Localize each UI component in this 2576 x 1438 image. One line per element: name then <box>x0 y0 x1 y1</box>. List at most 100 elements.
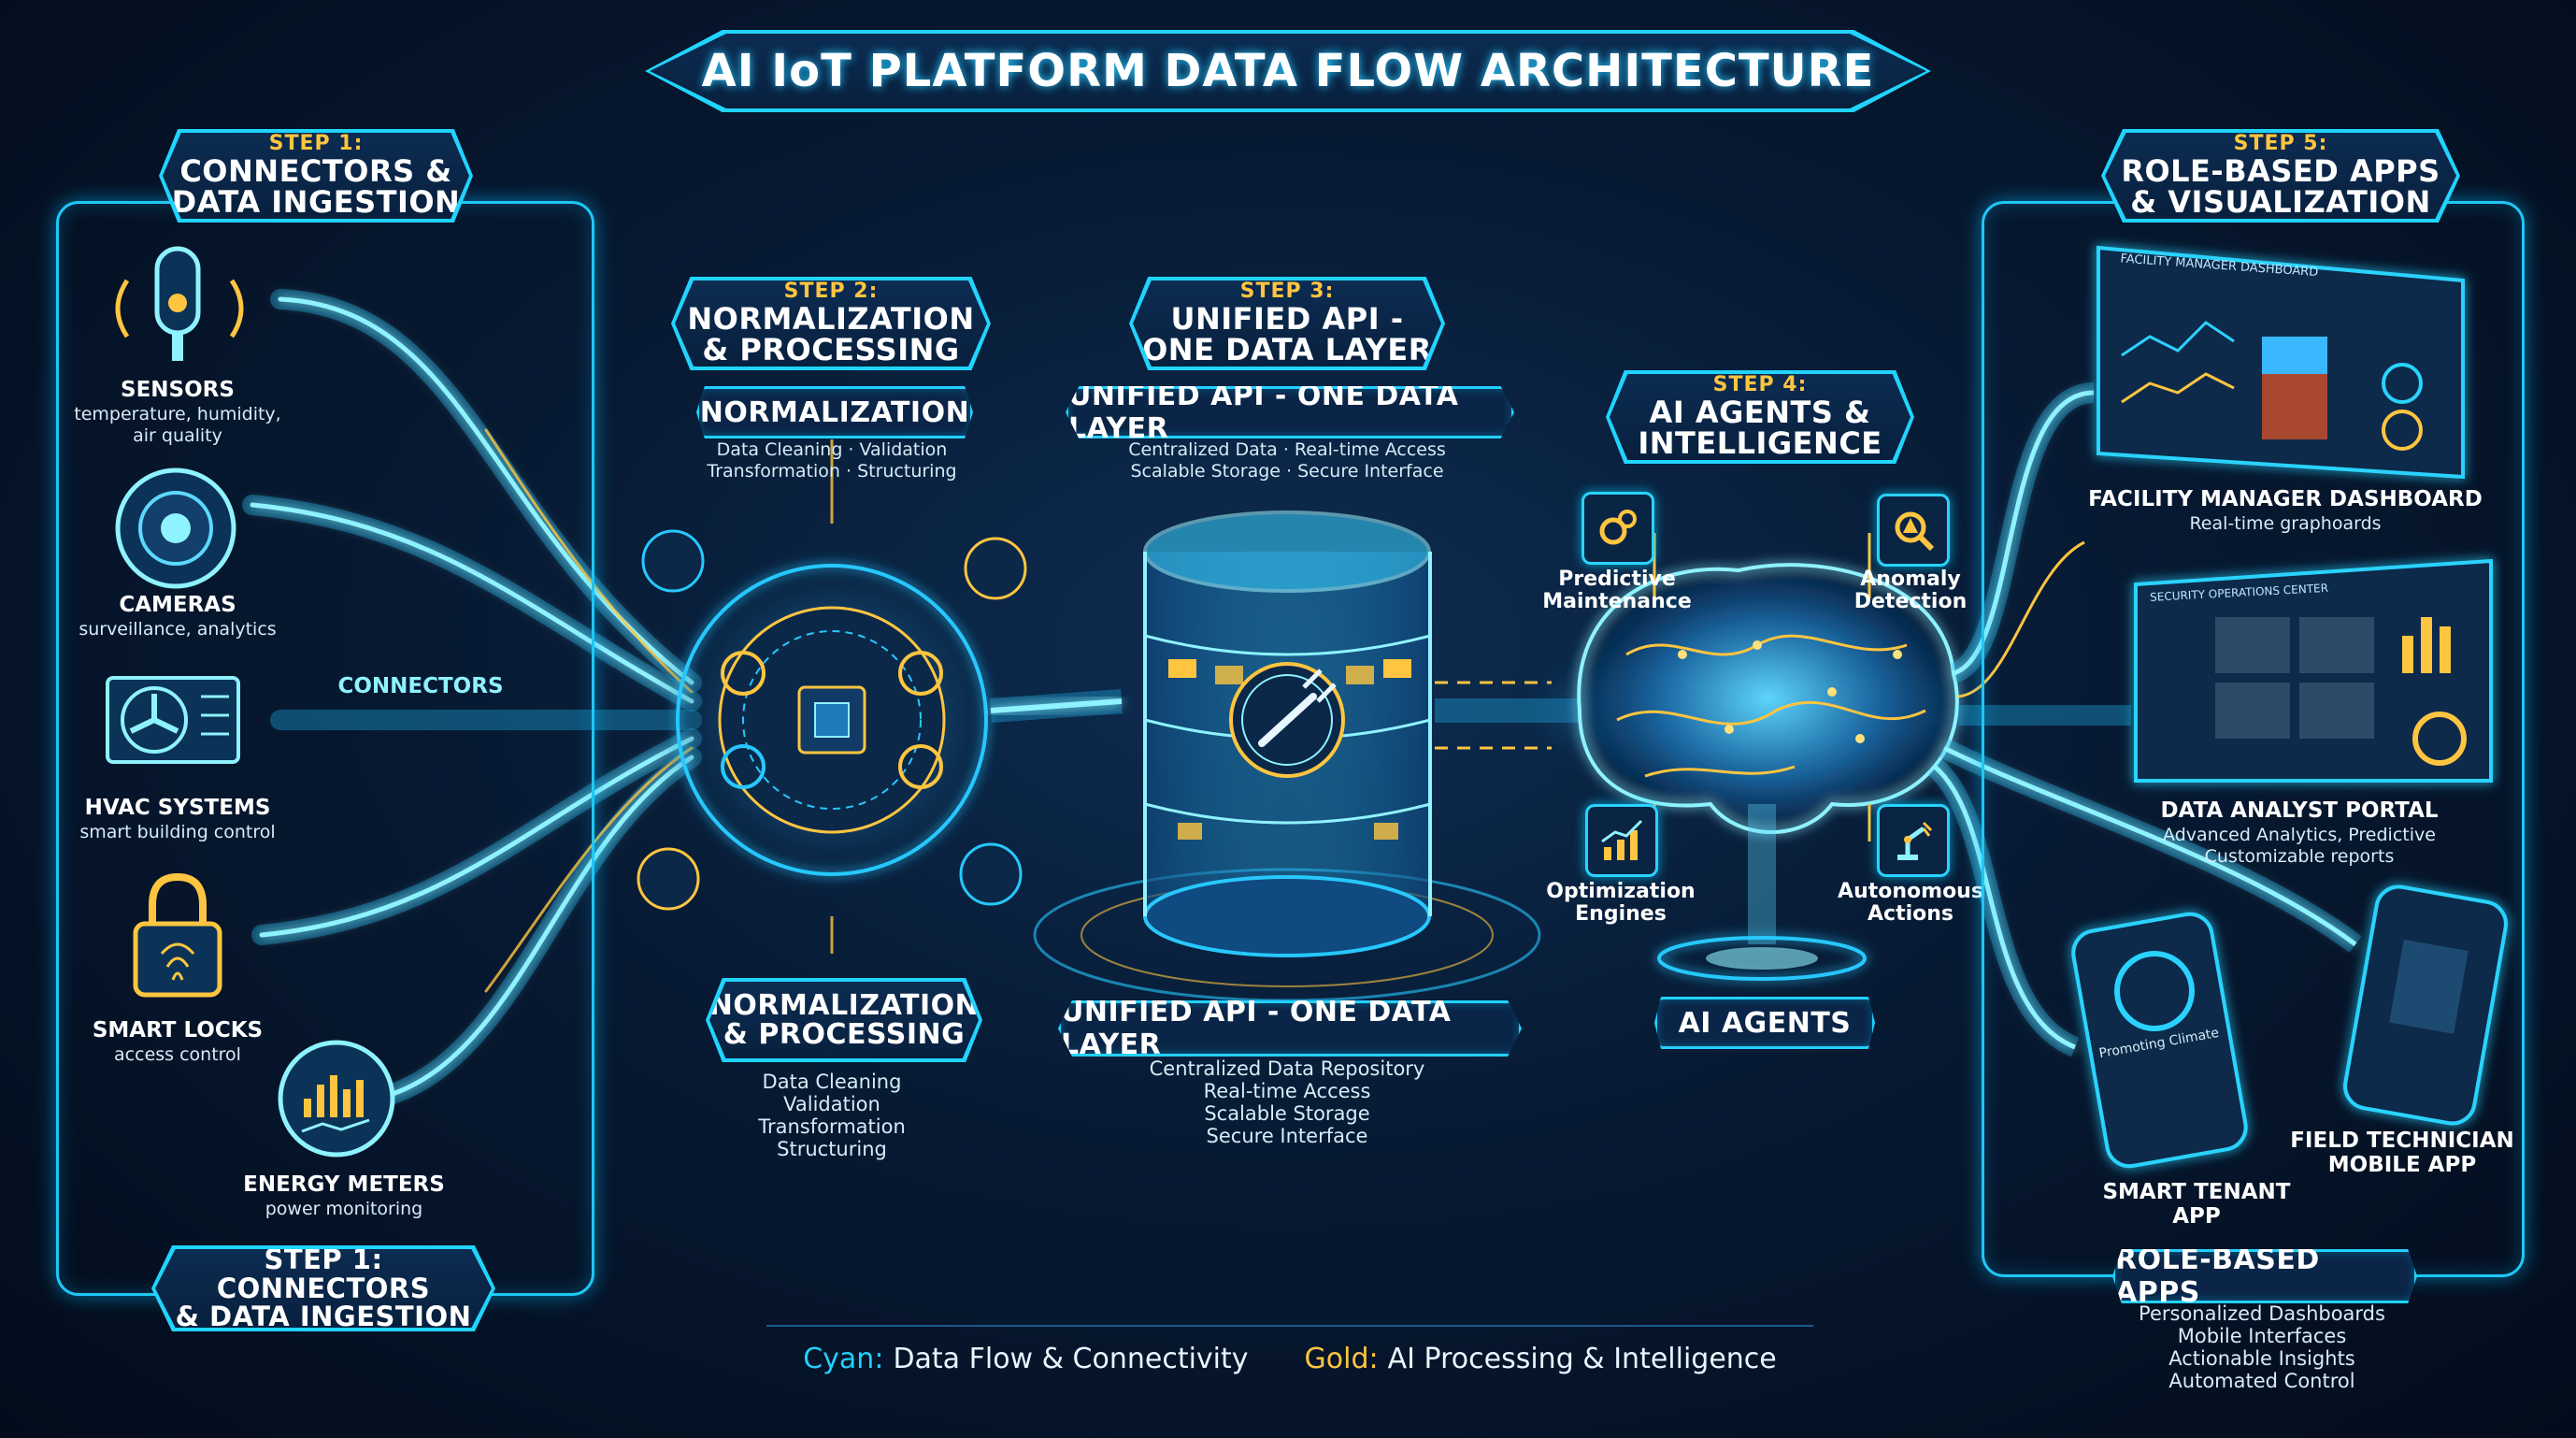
source-name-hvac: HVAC SYSTEMS <box>84 796 271 820</box>
robot-arm-icon <box>1877 804 1950 877</box>
step3-item-4: Secure Interface <box>1206 1125 1368 1147</box>
growth-chart-icon <box>1585 804 1658 877</box>
agent-optimization-line2: Engines <box>1575 902 1667 926</box>
legend-cyan-text: Data Flow & Connectivity <box>893 1342 1249 1375</box>
step2-item-1: Data Cleaning <box>762 1071 902 1093</box>
technician-phone <box>2343 884 2508 1126</box>
step1-header: STEP 1: CONNECTORS & DATA INGESTION <box>163 133 469 219</box>
unified-api-top-line2: Scalable Storage · Secure Interface <box>1130 461 1444 482</box>
unified-api-top-line1: Centralized Data · Real-time Access <box>1128 439 1446 460</box>
source-name-cameras: CAMERAS <box>119 593 236 617</box>
app-facility-name: FACILITY MANAGER DASHBOARD <box>2088 487 2483 511</box>
step4-label: STEP 4: <box>1712 373 1808 397</box>
ai-brain <box>1547 533 1977 981</box>
camera-icon <box>110 463 241 594</box>
step5-label: STEP 5: <box>2233 132 2328 156</box>
step3-item-2: Real-time Access <box>1203 1080 1371 1102</box>
title-banner: AI IoT PLATFORM DATA FLOW ARCHITECTURE <box>650 34 1926 108</box>
source-name-sensors: SENSORS <box>121 378 235 402</box>
tenant-phone <box>2071 912 2248 1169</box>
role-based-apps-pill: ROLE-BASED APPS <box>2112 1249 2417 1303</box>
ai-agents-pill: AI AGENTS <box>1654 997 1875 1049</box>
sensor-wave-icon <box>105 271 254 346</box>
source-name-smart-locks: SMART LOCKS <box>92 1018 264 1043</box>
agent-autonomous-line1: Autonomous <box>1838 880 1983 903</box>
source-desc-cameras: surveillance, analytics <box>79 619 277 640</box>
normalization-top-line1: Data Cleaning · Validation <box>716 439 948 460</box>
source-desc-sensors-1: temperature, humidity, <box>74 404 281 424</box>
step5-item-2: Mobile Interfaces <box>2177 1325 2347 1347</box>
step5-heading-line2: & VISUALIZATION <box>2130 184 2431 221</box>
app-analyst-name: DATA ANALYST PORTAL <box>2160 798 2439 823</box>
step5-header: STEP 5: ROLE-BASED APPS & VISUALIZATION <box>2105 133 2456 219</box>
agent-predictive-line1: Predictive <box>1558 568 1676 591</box>
page-title: AI IoT PLATFORM DATA FLOW ARCHITECTURE <box>701 45 1875 97</box>
step2-heading-line1: NORMALIZATION <box>687 300 975 337</box>
step2-item-4: Structuring <box>777 1138 887 1160</box>
gears-icon <box>1581 492 1654 565</box>
unified-api-bottom-pill: UNIFIED API - ONE DATA LAYER <box>1058 1000 1522 1057</box>
step2-bottom-line2: & PROCESSING <box>723 1018 966 1051</box>
magnifier-alert-icon <box>1877 494 1950 567</box>
app-facility-desc: Real-time graphoards <box>2189 513 2382 534</box>
source-desc-hvac: smart building control <box>79 822 276 842</box>
step1-heading-line1: CONNECTORS & <box>179 152 452 189</box>
agent-autonomous-line2: Actions <box>1868 902 1953 926</box>
step5-item-1: Personalized Dashboards <box>2139 1302 2385 1325</box>
step3-item-1: Centralized Data Repository <box>1149 1057 1425 1080</box>
legend: Cyan: Data Flow & Connectivity Gold: AI … <box>766 1340 1813 1377</box>
step1-footer-line2: & DATA INGESTION <box>175 1301 472 1333</box>
step3-header: STEP 3: UNIFIED API - ONE DATA LAYER <box>1133 280 1441 367</box>
step2-item-3: Transformation <box>758 1115 906 1138</box>
step3-label: STEP 3: <box>1239 280 1335 304</box>
source-name-energy-meters: ENERGY METERS <box>243 1172 445 1197</box>
step5-heading-line1: ROLE-BASED APPS <box>2121 152 2440 189</box>
energy-meter-icon <box>276 1038 397 1159</box>
source-desc-energy-meters: power monitoring <box>265 1199 423 1219</box>
step2-bottom-line1: NORMALIZATION <box>708 988 980 1022</box>
padlock-fingerprint-icon <box>126 870 229 1000</box>
step3-heading-line2: ONE DATA LAYER <box>1142 332 1432 368</box>
normalization-top-line2: Transformation · Structuring <box>707 461 957 482</box>
step4-header: STEP 4: AI AGENTS & INTELLIGENCE <box>1610 374 1911 460</box>
step4-heading-line2: INTELLIGENCE <box>1638 425 1882 462</box>
app-technician-name-2: MOBILE APP <box>2327 1153 2477 1177</box>
agent-anomaly-line1: Anomaly <box>1860 568 1961 591</box>
sensor-icon <box>140 245 215 367</box>
source-desc-sensors-2: air quality <box>133 425 222 446</box>
analyst-portal-screen <box>2134 558 2493 783</box>
step1-footer: STEP 1: CONNECTORS & DATA INGESTION <box>155 1249 492 1328</box>
app-tenant-name-1: SMART TENANT <box>2102 1180 2291 1204</box>
hvac-fan-icon <box>103 673 243 767</box>
app-analyst-desc-2: Customizable reports <box>2204 846 2395 867</box>
step2-heading-line2: & PROCESSING <box>702 332 960 368</box>
agent-optimization-line1: Optimization <box>1546 880 1696 903</box>
step3-heading-line1: UNIFIED API - <box>1170 300 1404 337</box>
normalization-pill: NORMALIZATION <box>696 386 973 439</box>
unified-api-pill: UNIFIED API - ONE DATA LAYER <box>1066 386 1514 439</box>
step2-bottom-heading: NORMALIZATION & PROCESSING <box>709 982 979 1058</box>
normalization-hub <box>637 439 1027 954</box>
app-tenant-name-2: APP <box>2172 1204 2221 1229</box>
step3-item-3: Scalable Storage <box>1204 1102 1370 1125</box>
agent-anomaly-line2: Detection <box>1853 590 1968 613</box>
step1-heading-line2: DATA INGESTION <box>171 184 461 221</box>
agent-predictive-line2: Maintenance <box>1542 590 1692 613</box>
facility-dashboard-screen <box>2097 245 2465 480</box>
step2-label: STEP 2: <box>783 280 879 304</box>
source-flow-lines <box>242 289 702 1104</box>
step4-heading-line1: AI AGENTS & <box>1649 394 1871 430</box>
legend-gold-key: Gold: <box>1304 1342 1379 1375</box>
app-analyst-desc-1: Advanced Analytics, Predictive <box>2163 825 2436 845</box>
step2-item-2: Validation <box>783 1093 880 1115</box>
step1-footer-line1: STEP 1: CONNECTORS <box>216 1244 431 1304</box>
legend-cyan-key: Cyan: <box>803 1342 884 1375</box>
step2-header: STEP 2: NORMALIZATION & PROCESSING <box>675 280 987 367</box>
step5-item-4: Automated Control <box>2168 1370 2355 1392</box>
step1-label: STEP 1: <box>268 132 364 156</box>
app-technician-name-1: FIELD TECHNICIAN <box>2290 1129 2514 1153</box>
unified-data-cylinder <box>1033 510 1541 1002</box>
connectors-label: CONNECTORS <box>337 674 504 698</box>
step5-item-3: Actionable Insights <box>2168 1347 2355 1370</box>
